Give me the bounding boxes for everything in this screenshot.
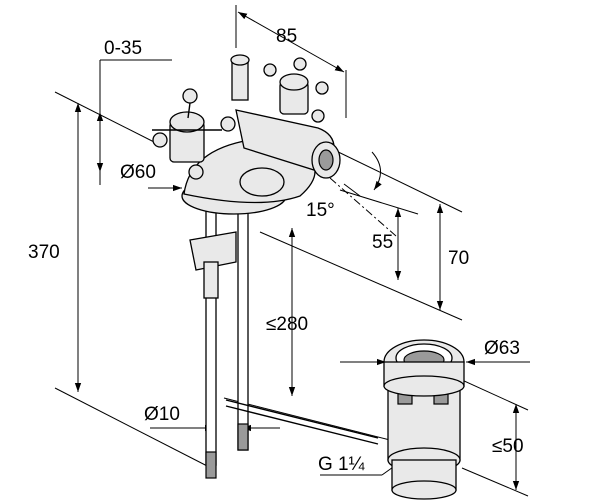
label-70: 70 [448,248,469,269]
clamp-bolt [203,261,219,299]
label-280: ≤280 [266,314,308,335]
dimension-labels: 85 0-35 Ø60 370 15° 55 70 ≤280 Ø63 Ø10 G… [28,26,524,475]
label-diameter-10: Ø10 [144,404,180,425]
pipe-end-left [205,451,217,479]
faucet-assembly [152,54,379,479]
supply-pipe-right [237,204,249,451]
cross-handle-right [263,57,329,123]
label-0-35: 0-35 [104,38,142,59]
pop-up-knob [231,59,249,101]
dimension-lines [54,5,530,497]
label-diameter-63: Ø63 [484,338,520,359]
label-15-degree: 15° [306,200,335,221]
label-g-thread: G 1¼ [318,454,366,475]
pop-up-linkage [225,399,379,439]
cross-handle-left [152,88,236,180]
label-370: 370 [28,242,60,263]
label-85: 85 [276,26,297,47]
pipe-end-right [237,423,249,451]
mounting-clamp [189,231,237,271]
label-55: 55 [372,232,393,253]
pop-up-waste [383,339,465,500]
label-50: ≤50 [492,436,524,457]
label-diameter-60: Ø60 [120,162,156,183]
